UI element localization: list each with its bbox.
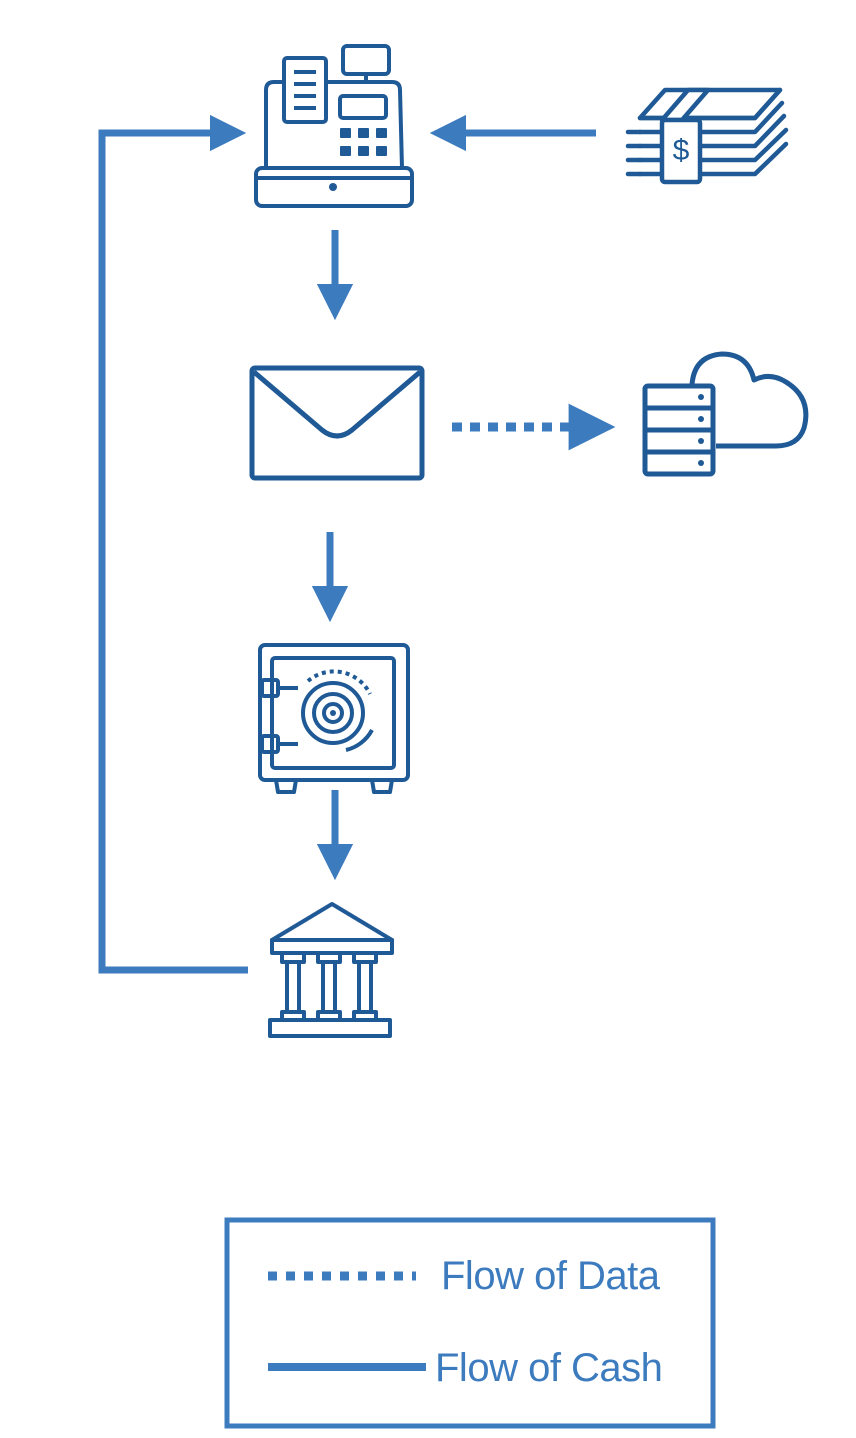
envelope-icon: [249, 365, 425, 481]
legend: Flow of Data Flow of Cash: [224, 1217, 716, 1429]
legend-data-label: Flow of Data: [441, 1254, 661, 1298]
safe-icon: [258, 643, 410, 794]
legend-cash-label: Flow of Cash: [435, 1346, 662, 1390]
cash-register-icon: [254, 44, 414, 208]
cloud-server-icon: [642, 351, 809, 477]
cash-stack-icon: $: [625, 87, 789, 185]
bank-icon: [268, 902, 394, 1038]
bank-to-register-loop-arrow: [98, 114, 248, 974]
svg-text:$: $: [673, 134, 690, 167]
legend-box: [224, 1217, 716, 1429]
